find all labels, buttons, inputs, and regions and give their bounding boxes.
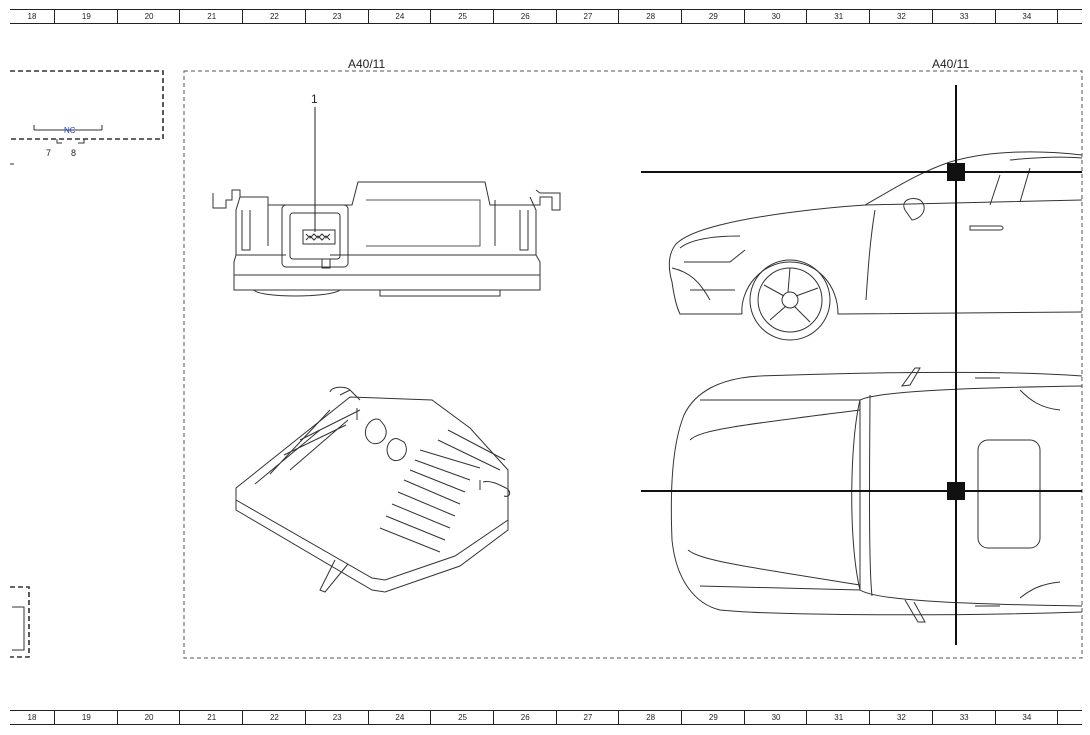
bottom-ruler-cell: 21: [179, 711, 243, 724]
bottom-ruler-cell: 28: [618, 711, 682, 724]
top-ruler-cell: 26: [492, 10, 557, 23]
top-ruler-cell: 31: [806, 10, 870, 23]
top-ruler-cell: 20: [116, 10, 181, 23]
component-label-left: A40/11: [348, 57, 386, 71]
component-label-right: A40/11: [932, 57, 970, 71]
bottom-ruler-cell: 34: [994, 711, 1059, 724]
top-ruler-cell: 32: [869, 10, 933, 23]
pin-7-label: 7: [46, 148, 51, 158]
ruler-end-cell: [1057, 711, 1059, 724]
bottom-ruler-cell: 26: [492, 711, 557, 724]
top-ruler-cell: 19: [54, 10, 118, 23]
neighbor-component-box: [10, 586, 30, 658]
nc-label: NC: [64, 126, 76, 135]
ruler-end-cell: [1057, 10, 1059, 23]
top-ruler-cell: 27: [555, 10, 620, 23]
location-crosshairs: [641, 85, 1082, 645]
bottom-ruler-cell: 22: [242, 711, 306, 724]
top-ruler-cell: 33: [931, 10, 996, 23]
control-unit-isometric-view: [235, 386, 511, 593]
top-ruler-cell: 22: [242, 10, 306, 23]
bottom-ruler-cell: 18: [27, 713, 37, 722]
bottom-ruler-cell: 27: [555, 711, 620, 724]
bottom-ruler-cell: 19: [54, 711, 118, 724]
vehicle-side-view: [668, 151, 1083, 341]
top-ruler-cell: 28: [618, 10, 682, 23]
bottom-ruler-cell: 24: [367, 711, 432, 724]
component-frame: [183, 70, 1083, 659]
bottom-ruler-cell: 33: [931, 711, 996, 724]
vehicle-top-view: [670, 367, 1083, 623]
top-ruler-cell: 23: [304, 10, 369, 23]
bottom-ruler-cell: 20: [116, 711, 181, 724]
top-ruler-cell: 30: [743, 10, 808, 23]
top-ruler-cell: 18: [27, 12, 37, 21]
bottom-ruler-cell: 23: [304, 711, 369, 724]
bottom-ruler-cell: 29: [681, 711, 745, 724]
top-ruler-cell: 21: [179, 10, 243, 23]
top-ruler-cell: 34: [994, 10, 1059, 23]
bottom-ruler-cell: 32: [869, 711, 933, 724]
control-unit-front-view: [212, 107, 561, 297]
top-ruler-cell: 24: [367, 10, 432, 23]
top-ruler-cell: 25: [430, 10, 494, 23]
neighbor-connector-box: [10, 70, 164, 165]
callout-number: 1: [311, 92, 318, 106]
bottom-ruler-cell: 31: [806, 711, 870, 724]
bottom-ruler-cell: 30: [743, 711, 808, 724]
top-ruler-cell: 29: [681, 10, 745, 23]
location-marker-side: [947, 163, 965, 181]
bottom-ruler-cell: 25: [430, 711, 494, 724]
location-marker-top: [947, 482, 965, 500]
pin-8-label: 8: [71, 148, 76, 158]
